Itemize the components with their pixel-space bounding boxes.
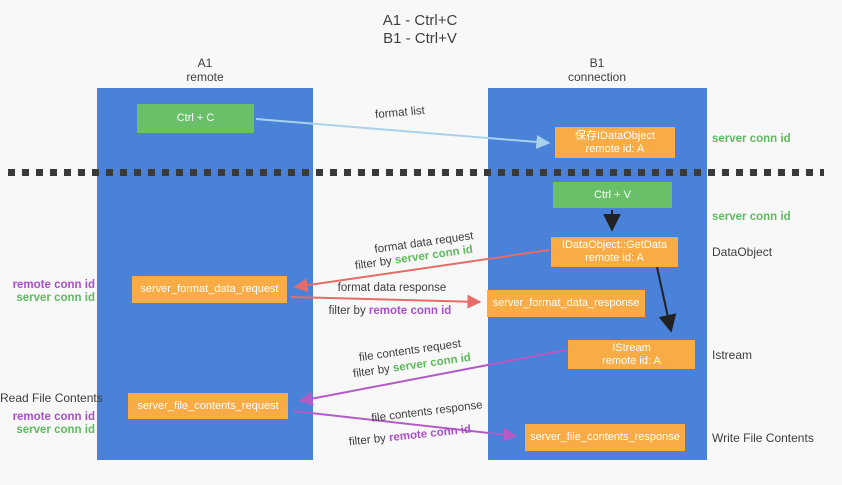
node-getdata-line2: remote id: A (585, 252, 644, 264)
flow-label-format-data-response: format data response (337, 282, 447, 294)
filter-by-prefix: filter by (328, 305, 369, 317)
label-write-file-contents: Write File Contents (712, 431, 814, 445)
arrow-format-data-response (290, 294, 482, 309)
node-idataobject-getdata: IDataObject::GetData remote id: A (551, 237, 678, 267)
node-server-format-data-response: server_format_data_response (487, 290, 645, 317)
node-istream-line1: IStream (612, 341, 651, 354)
label-istream: Istream (712, 348, 753, 362)
label-server-conn-id-bottom-left: server conn id (16, 424, 95, 436)
diagram-title: A1 - Ctrl+C B1 - Ctrl+V (330, 12, 510, 48)
lane-a1-subtitle: remote (186, 70, 224, 84)
node-save-idataobject: 保存IDataObject remote id: A (555, 127, 675, 158)
filter-remote-conn-id: remote conn id (388, 423, 472, 445)
node-ctrl-v: Ctrl + V (553, 182, 672, 208)
lane-b1-title: B1 (589, 56, 605, 70)
node-ctrl-c-label: Ctrl + C (176, 112, 215, 124)
node-getdata-line1: IDataObject::GetData (561, 239, 668, 251)
filter-remote-conn-id: remote conn id (368, 305, 452, 317)
node-server-file-contents-request: server_file_contents_request (128, 393, 288, 419)
label-server-conn-id-top-left: server conn id (16, 292, 95, 304)
node-server-file-contents-response: server_file_contents_response (525, 424, 685, 451)
filter-by-prefix: filter by (352, 362, 394, 381)
node-istream-line2: remote id: A (602, 354, 661, 367)
node-save-idataobject-line1: 保存IDataObject (574, 129, 656, 142)
node-save-idataobject-line2: remote id: A (585, 142, 645, 155)
title-line-2: B1 - Ctrl+V (383, 30, 457, 47)
flow-label-filter-remote-2: filter by remote conn id (330, 422, 490, 451)
node-istream: IStream remote id: A (568, 340, 695, 369)
label-remote-conn-id-top-left: remote conn id (12, 279, 95, 291)
node-format-request-label: server_format_data_request (140, 283, 279, 295)
lane-header-b1: B1 connection (527, 56, 667, 84)
dotted-divider-line (8, 169, 824, 176)
label-read-file-contents: Read File Contents (0, 391, 103, 405)
label-server-conn-id-mid-right: server conn id (712, 211, 791, 223)
node-format-response-label: server_format_data_response (492, 297, 640, 309)
label-server-conn-id-top-right: server conn id (712, 133, 791, 145)
flow-label-filter-remote-1: filter by remote conn id (310, 305, 470, 317)
flow-label-format-list: format list (374, 104, 426, 122)
node-ctrl-v-label: Ctrl + V (594, 188, 631, 201)
title-line-1: A1 - Ctrl+C (382, 12, 458, 29)
label-remote-conn-id-bottom-left: remote conn id (12, 411, 95, 423)
node-server-format-data-request: server_format_data_request (132, 276, 287, 303)
lane-header-a1: A1 remote (135, 56, 275, 84)
lane-b1-subtitle: connection (567, 70, 627, 84)
node-file-request-label: server_file_contents_request (137, 399, 279, 412)
label-dataobject: DataObject (712, 245, 773, 259)
node-file-response-label: server_file_contents_response (530, 431, 680, 443)
node-ctrl-c: Ctrl + C (137, 104, 254, 133)
filter-by-prefix: filter by (348, 432, 390, 449)
lane-a1-title: A1 (197, 56, 213, 70)
